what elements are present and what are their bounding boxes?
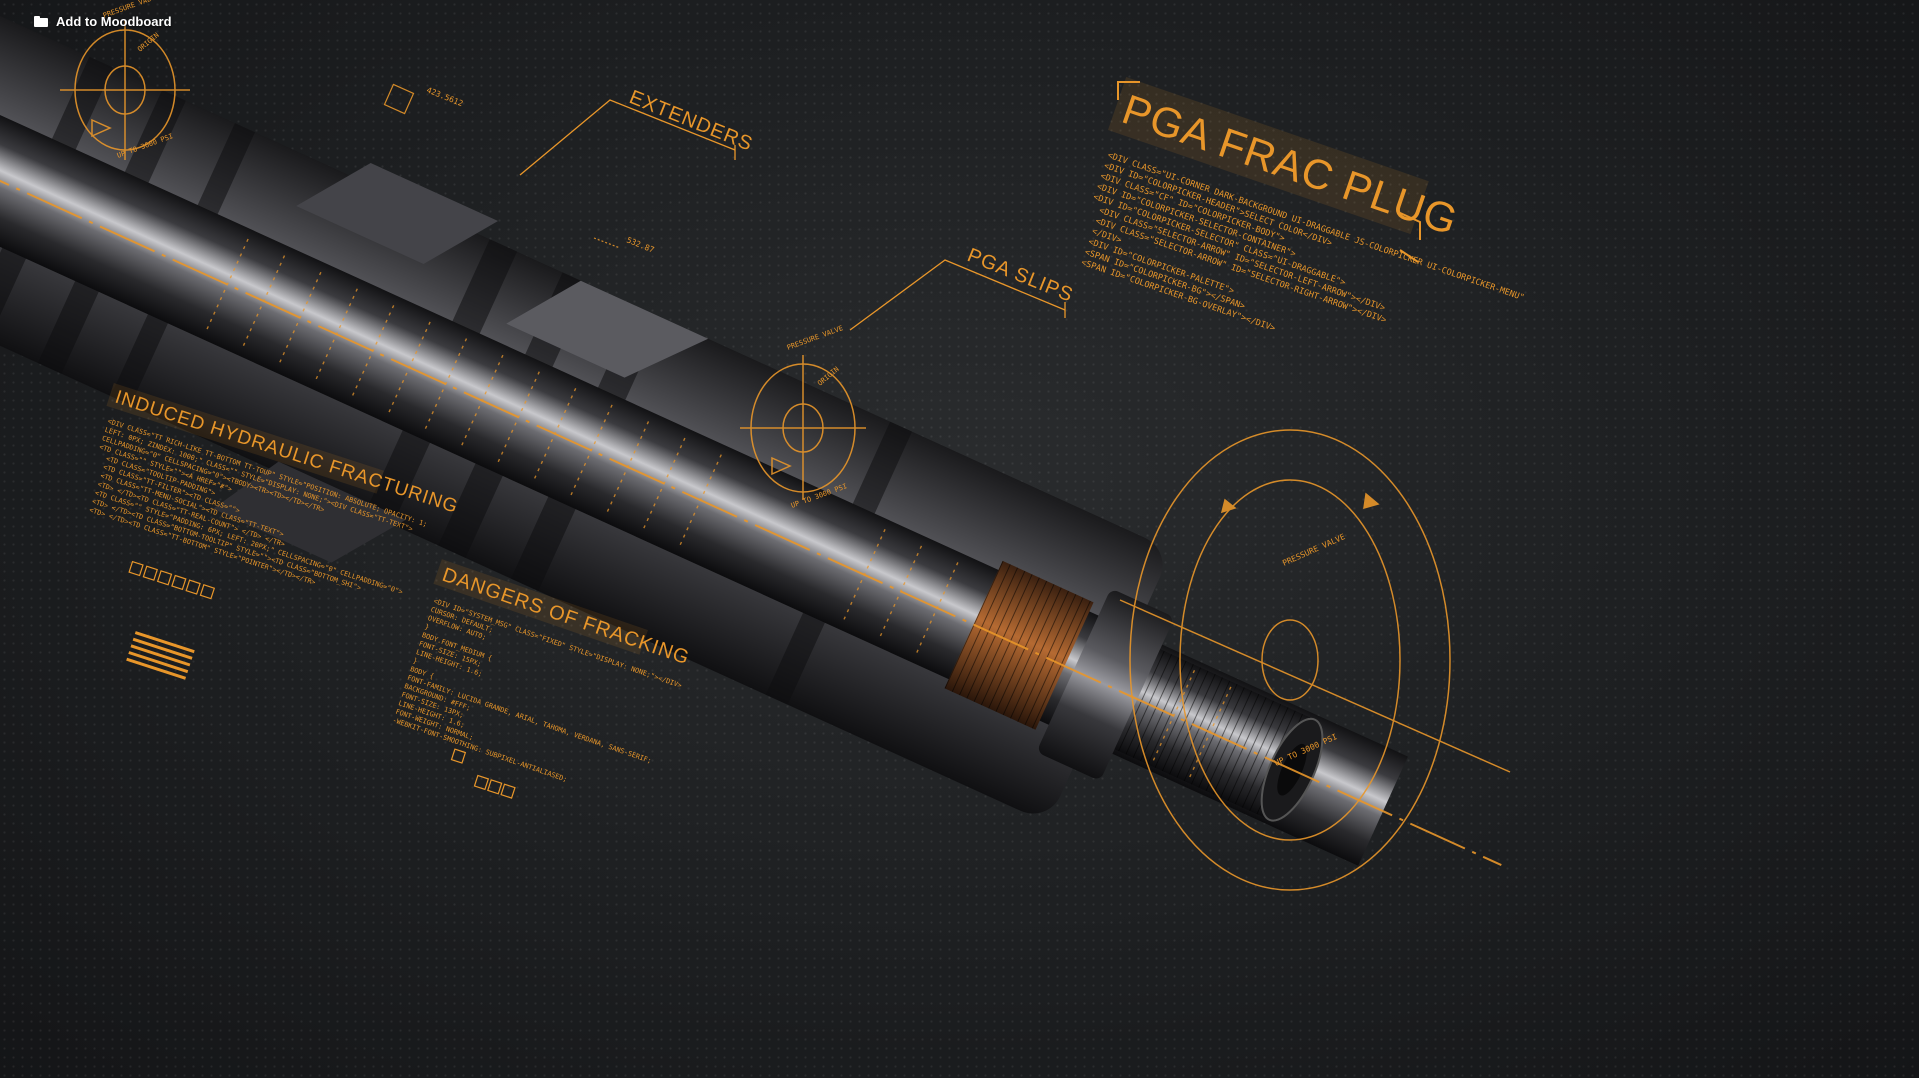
hud-bars-left: [126, 631, 195, 680]
label-origin-left: ORIGIN: [136, 31, 161, 53]
callout-pga-slips-line: [849, 259, 1066, 331]
add-to-moodboard-button[interactable]: Add to Moodboard: [34, 14, 172, 29]
callout-extenders: EXTENDERS: [626, 86, 756, 156]
svg-text:}: }: [412, 657, 418, 666]
tool-body: [0, 8, 1502, 866]
label-pressure-valve-right: PRESSURE VALVE: [1281, 532, 1346, 568]
folder-icon: [34, 16, 48, 27]
svg-text:}: }: [424, 623, 430, 632]
frac-plug-panel-frame: [1117, 81, 1421, 263]
pressure-gauge-right: [1119, 429, 1511, 891]
pressure-gauge-center: [740, 355, 866, 500]
callout-extenders-line: [519, 99, 736, 176]
readout-b: 532.87: [625, 236, 655, 255]
hud-box-row-bottom: [450, 748, 516, 799]
readout-a: 423.5612: [425, 86, 464, 109]
pressure-gauge-left: [60, 20, 190, 160]
label-origin-center: ORIGIN: [816, 365, 841, 387]
hud-box-row-left: [128, 560, 216, 600]
readout-marks: [383, 83, 621, 249]
add-to-moodboard-label: Add to Moodboard: [56, 14, 172, 29]
label-pressure-valve-center: PRESSURE VALVE: [786, 324, 844, 352]
panel-frac-plug: PGA FRAC PLUG <DIV CLASS="UI-CORNER DARK…: [1080, 77, 1525, 334]
